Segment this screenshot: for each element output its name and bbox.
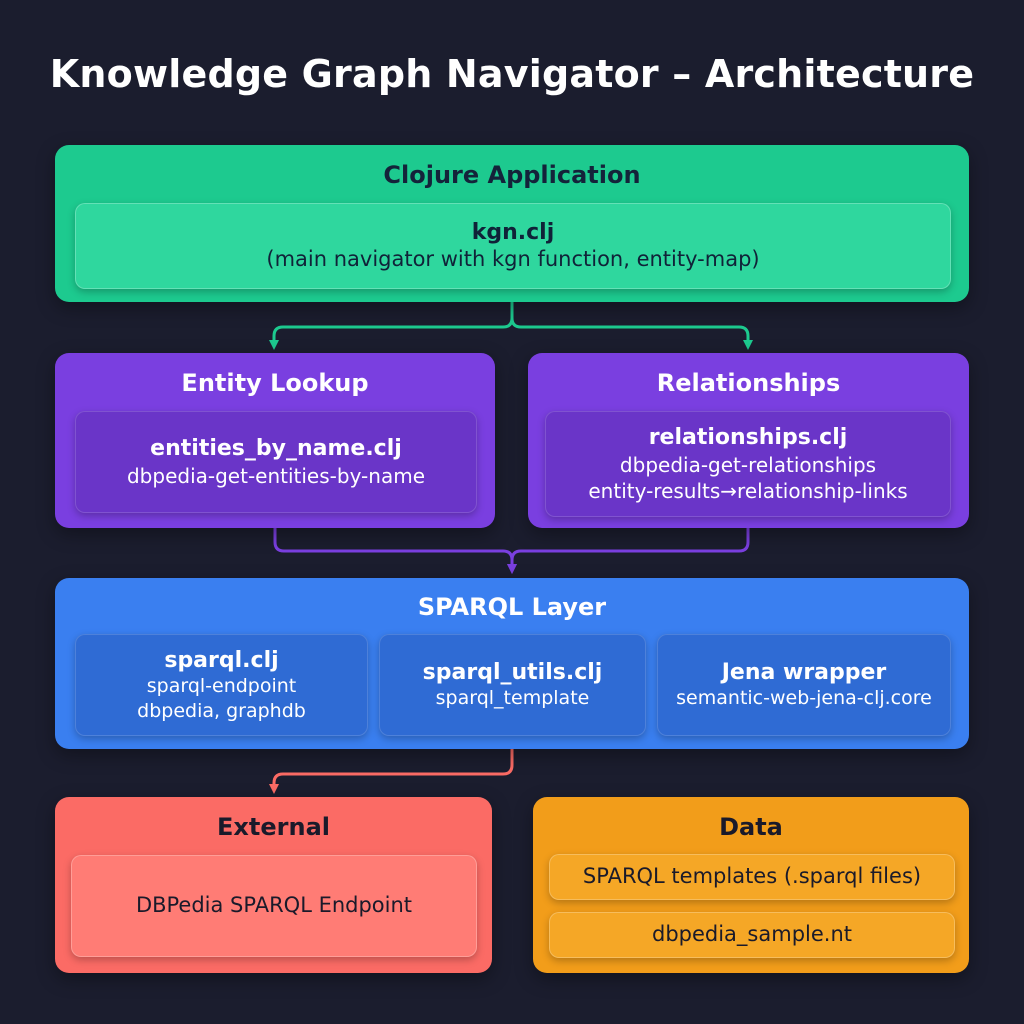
clojure-application-box: Clojure Application kgn.clj (main naviga… — [55, 145, 969, 302]
entity-lookup-box: Entity Lookup entities_by_name.clj dbped… — [55, 353, 495, 528]
diagram-title: Knowledge Graph Navigator – Architecture — [49, 52, 975, 96]
sparql-layer-box: SPARQL Layer sparql.clj sparql-endpoint … — [55, 578, 969, 749]
kgn-description: (main navigator with kgn function, entit… — [266, 247, 760, 272]
sparql-utils-module: sparql_utils.clj sparql_template — [379, 634, 646, 736]
data-box: Data SPARQL templates (.sparql files) db… — [533, 797, 969, 973]
arrow-app-to-entity-lookup — [269, 302, 514, 350]
entity-lookup-title: Entity Lookup — [181, 369, 369, 397]
dbpedia-endpoint-label: DBPedia SPARQL Endpoint — [135, 893, 413, 918]
arrow-relationships-to-sparql — [507, 528, 750, 574]
arrow-sparql-to-external — [269, 749, 514, 794]
sparql-clj-module: sparql.clj sparql-endpoint dbpedia, grap… — [75, 634, 368, 736]
sparql-clj-line-2: dbpedia, graphdb — [137, 699, 306, 722]
sparql-templates-item: SPARQL templates (.sparql files) — [549, 854, 955, 900]
arrow-entity-lookup-to-sparql — [273, 528, 517, 574]
arrow-app-to-relationships — [510, 302, 753, 350]
jena-wrapper-module: Jena wrapper semantic-web-jena-clj.core — [657, 634, 951, 736]
entities-by-name-function: dbpedia-get-entities-by-name — [126, 463, 425, 488]
kgn-file-name: kgn.clj — [471, 219, 555, 245]
kgn-module: kgn.clj (main navigator with kgn functio… — [75, 203, 951, 289]
sparql-layer-title: SPARQL Layer — [417, 593, 607, 621]
jena-wrapper-name: Jena wrapper — [721, 659, 887, 685]
data-title: Data — [719, 813, 783, 841]
relationships-title: Relationships — [656, 369, 841, 397]
jena-wrapper-line-1: semantic-web-jena-clj.core — [676, 687, 932, 710]
relationships-function-1: dbpedia-get-relationships — [619, 452, 877, 477]
sparql-utils-line-1: sparql_template — [435, 687, 590, 710]
relationships-module: relationships.clj dbpedia-get-relationsh… — [545, 411, 951, 517]
dbpedia-endpoint-module: DBPedia SPARQL Endpoint — [71, 855, 477, 957]
sparql-clj-line-1: sparql-endpoint — [146, 675, 297, 698]
entities-by-name-file: entities_by_name.clj — [150, 436, 402, 462]
relationships-function-2: entity-results→relationship-links — [588, 478, 908, 503]
sparql-utils-file: sparql_utils.clj — [422, 659, 603, 685]
clojure-application-title: Clojure Application — [383, 161, 641, 189]
external-title: External — [217, 813, 330, 841]
external-box: External DBPedia SPARQL Endpoint — [55, 797, 492, 973]
dbpedia-sample-item: dbpedia_sample.nt — [549, 912, 955, 958]
relationships-box: Relationships relationships.clj dbpedia-… — [528, 353, 969, 528]
entities-by-name-module: entities_by_name.clj dbpedia-get-entitie… — [75, 411, 477, 513]
sparql-clj-file: sparql.clj — [164, 647, 279, 673]
relationships-file: relationships.clj — [648, 425, 848, 451]
dbpedia-sample-label: dbpedia_sample.nt — [651, 922, 852, 947]
sparql-templates-label: SPARQL templates (.sparql files) — [582, 864, 922, 889]
